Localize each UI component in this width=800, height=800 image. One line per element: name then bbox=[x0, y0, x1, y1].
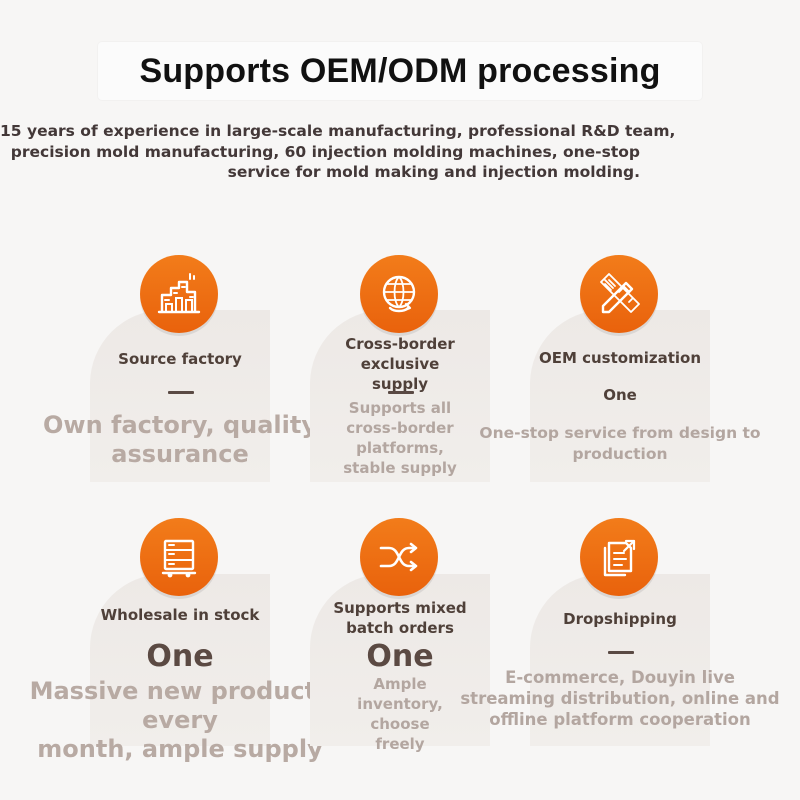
feature-title-line: exclusive bbox=[360, 355, 440, 373]
feature-description-dropshipping: E-commerce, Douyin live streaming distri… bbox=[455, 667, 785, 730]
feature-description-line: inventory, bbox=[357, 695, 443, 713]
feature-icon-circle-dropshipping bbox=[580, 518, 658, 596]
feature-card-oem-customization bbox=[530, 310, 710, 482]
feature-icon-circle-source-factory bbox=[140, 255, 218, 333]
feature-description-line: assurance bbox=[111, 440, 249, 468]
pencil-ruler-icon bbox=[600, 273, 640, 314]
intro-line-3: service for mold making and injection mo… bbox=[227, 163, 640, 181]
feature-divider-source-factory bbox=[168, 391, 194, 394]
feature-title-source-factory: Source factory bbox=[118, 350, 242, 368]
feature-divider-dropshipping bbox=[608, 651, 634, 654]
feature-description-line: freely bbox=[375, 735, 425, 753]
feature-subtitle-oem-customization: One bbox=[603, 386, 637, 404]
feature-card-cross-border bbox=[310, 310, 490, 482]
feature-card-wholesale-stock bbox=[90, 574, 270, 746]
shuffle-icon bbox=[379, 542, 418, 572]
feature-title-mixed-batch-orders: Supports mixed batch orders bbox=[315, 598, 485, 638]
feature-icon-circle-cross-border bbox=[360, 255, 438, 333]
intro-line-1: 15 years of experience in large-scale ma… bbox=[0, 122, 676, 140]
feature-card-mixed-batch-orders bbox=[310, 574, 490, 746]
feature-subtitle-wholesale-stock: One bbox=[146, 639, 214, 674]
feature-description-line: production bbox=[572, 444, 668, 463]
page-title: Supports OEM/ODM processing bbox=[139, 51, 661, 90]
feature-title-oem-customization: OEM customization bbox=[538, 349, 702, 367]
feature-description-line: One-stop service from design to bbox=[479, 424, 761, 442]
feature-description-line: Ample bbox=[373, 675, 427, 693]
feature-description-line: streaming distribution, online and bbox=[460, 689, 780, 708]
feature-icon-circle-wholesale-stock bbox=[140, 518, 218, 596]
feature-title-line: Cross-border bbox=[345, 335, 455, 353]
feature-title-line: supply bbox=[371, 375, 428, 393]
feature-title-dropshipping: Dropshipping bbox=[563, 610, 677, 628]
feature-description-line: month, ample supply bbox=[37, 735, 323, 763]
feature-description-oem-customization: One-stop service from design to producti… bbox=[470, 423, 770, 464]
feature-subtitle-mixed-batch-orders: One bbox=[366, 639, 434, 674]
intro-line-2: precision mold manufacturing, 60 injecti… bbox=[10, 142, 640, 161]
feature-description-line: platforms, bbox=[356, 439, 444, 457]
feature-description-source-factory: Own factory, quality assurance bbox=[40, 411, 320, 469]
feature-description-line: Massive new products every bbox=[29, 677, 331, 734]
feature-description-line: Own factory, quality bbox=[43, 411, 317, 439]
feature-description-cross-border: Supports all cross-border platforms, sta… bbox=[320, 398, 480, 478]
feature-description-mixed-batch-orders: Ample inventory, choose freely bbox=[335, 674, 465, 754]
feature-title-line: batch orders bbox=[346, 619, 454, 637]
feature-description-line: offline platform cooperation bbox=[489, 710, 751, 729]
feature-description-line: E-commerce, Douyin live bbox=[505, 668, 735, 687]
intro-paragraph: 15 years of experience in large-scale ma… bbox=[0, 121, 676, 183]
factory-icon bbox=[157, 273, 201, 314]
document-share-icon bbox=[603, 539, 636, 577]
feature-description-line: stable supply bbox=[343, 459, 457, 477]
feature-divider-cross-border bbox=[388, 391, 414, 394]
feature-description-wholesale-stock: Massive new products every month, ample … bbox=[0, 677, 360, 764]
feature-card-dropshipping bbox=[530, 574, 710, 746]
stock-cart-icon bbox=[161, 539, 197, 578]
feature-description-line: choose bbox=[370, 715, 430, 733]
feature-title-cross-border: Cross-border exclusive supply bbox=[320, 334, 480, 394]
feature-icon-circle-mixed-batch-orders bbox=[360, 518, 438, 596]
feature-description-line: cross-border bbox=[346, 419, 454, 437]
feature-icon-circle-oem-customization bbox=[580, 255, 658, 333]
globe-icon bbox=[382, 275, 416, 313]
feature-card-source-factory bbox=[90, 310, 270, 482]
feature-description-line: Supports all bbox=[348, 399, 452, 417]
title-banner: Supports OEM/ODM processing bbox=[98, 42, 702, 100]
feature-title-wholesale-stock: Wholesale in stock bbox=[100, 606, 260, 624]
feature-title-line: Supports mixed bbox=[333, 599, 467, 617]
